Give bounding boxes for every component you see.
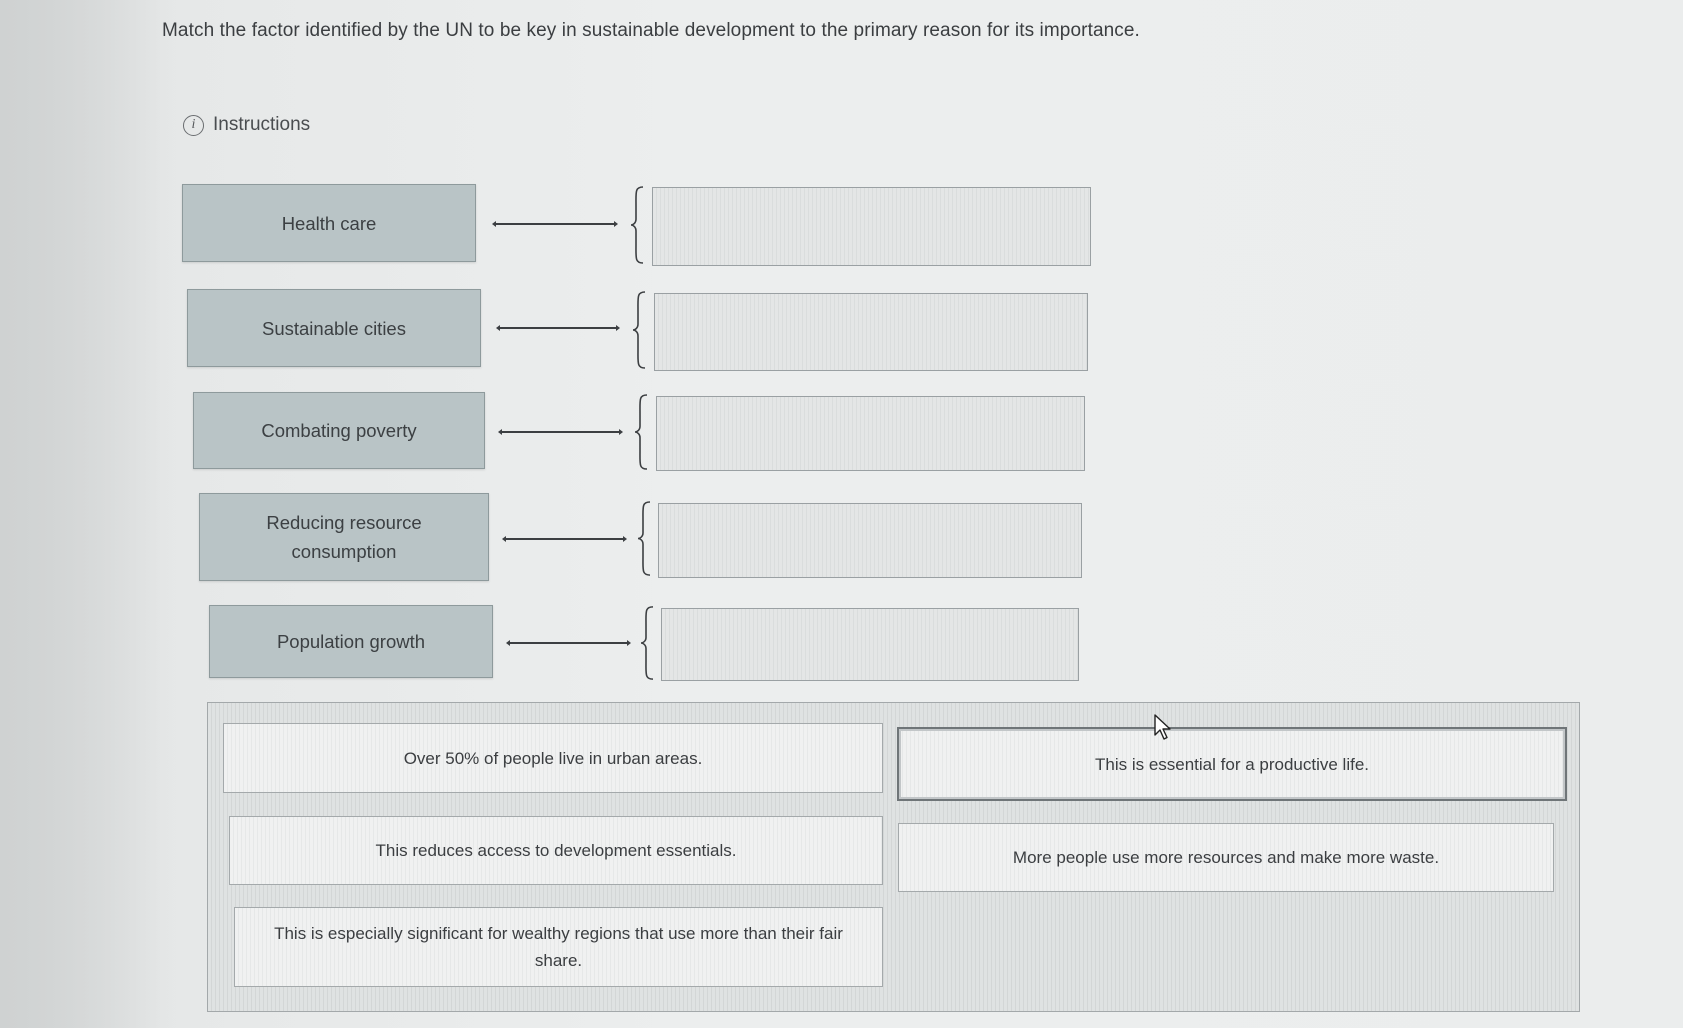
dropzone-1[interactable] bbox=[652, 187, 1091, 266]
answer-card[interactable]: More people use more resources and make … bbox=[898, 823, 1554, 892]
instructions-label: Instructions bbox=[213, 114, 311, 135]
answer-text: This is especially significant for wealt… bbox=[274, 924, 843, 970]
brace-icon bbox=[640, 606, 654, 680]
dropzone-5[interactable] bbox=[661, 608, 1079, 681]
factor-reducing-resource-consumption[interactable]: Reducing resource consumption bbox=[199, 493, 489, 581]
question-text: Match the factor identified by the UN to… bbox=[162, 20, 1140, 41]
connector-arrow bbox=[506, 640, 631, 646]
answer-card[interactable]: This is especially significant for wealt… bbox=[234, 907, 883, 987]
factor-population-growth[interactable]: Population growth bbox=[209, 605, 493, 678]
background-shade bbox=[0, 0, 180, 1028]
connector-arrow bbox=[498, 429, 623, 435]
answer-text: This is essential for a productive life. bbox=[1094, 754, 1369, 774]
factor-label: Reducing resource consumption bbox=[266, 512, 422, 562]
brace-icon bbox=[634, 394, 648, 470]
factor-sustainable-cities[interactable]: Sustainable cities bbox=[187, 289, 481, 367]
brace-icon bbox=[630, 186, 644, 264]
instructions-toggle[interactable]: i Instructions bbox=[183, 114, 310, 136]
brace-icon bbox=[637, 501, 651, 576]
dropzone-2[interactable] bbox=[654, 293, 1088, 371]
factor-label: Population growth bbox=[276, 631, 426, 652]
answer-text: This reduces access to development essen… bbox=[375, 841, 737, 860]
connector-arrow bbox=[496, 325, 620, 331]
brace-icon bbox=[632, 291, 646, 369]
factor-label: Health care bbox=[281, 212, 377, 234]
answer-card[interactable]: This reduces access to development essen… bbox=[229, 816, 883, 885]
arrow-cursor-icon bbox=[1153, 714, 1173, 742]
answer-card[interactable]: Over 50% of people live in urban areas. bbox=[223, 723, 883, 793]
dropzone-3[interactable] bbox=[656, 396, 1085, 471]
answer-text: More people use more resources and make … bbox=[1012, 848, 1440, 867]
factor-health-care[interactable]: Health care bbox=[182, 184, 476, 262]
connector-arrow bbox=[502, 536, 627, 542]
answer-card[interactable]: This is essential for a productive life. bbox=[897, 727, 1567, 801]
factor-label: Combating poverty bbox=[261, 420, 417, 441]
dropzone-4[interactable] bbox=[658, 503, 1082, 578]
factor-label: Sustainable cities bbox=[262, 317, 406, 339]
info-icon: i bbox=[183, 114, 204, 136]
factor-combating-poverty[interactable]: Combating poverty bbox=[193, 392, 485, 469]
connector-arrow bbox=[492, 221, 618, 227]
answer-text: Over 50% of people live in urban areas. bbox=[403, 748, 703, 768]
